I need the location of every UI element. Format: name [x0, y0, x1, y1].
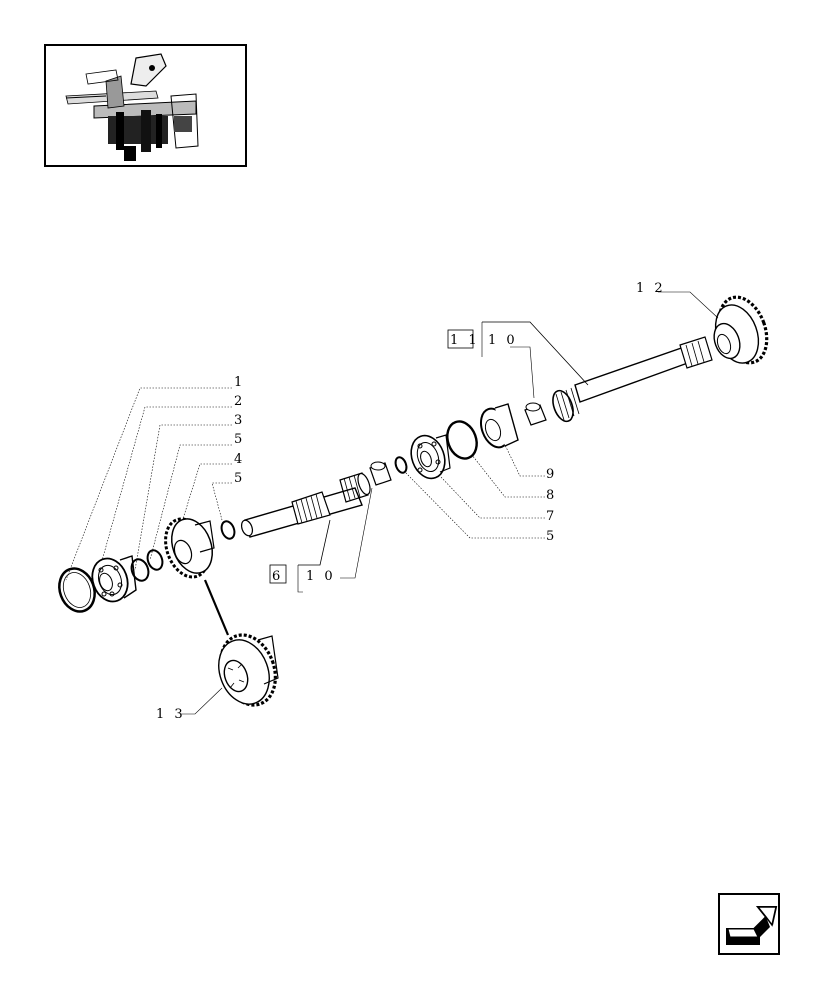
leader-lines-left — [65, 387, 232, 581]
callout-labels: 1 2 3 5 4 5 1 2 1 1 1 0 9 8 7 5 6 1 0 1 … — [156, 281, 666, 722]
callout-3: 3 — [234, 413, 245, 428]
part-2-bearing[interactable] — [87, 554, 137, 607]
part-10-bushing-lower[interactable] — [369, 461, 392, 486]
part-4-gear[interactable] — [158, 513, 219, 583]
callout-11: 1 1 — [450, 333, 480, 348]
next-page-button[interactable] — [718, 893, 780, 955]
callout-2: 2 — [234, 394, 245, 409]
callout-7: 7 — [546, 509, 557, 524]
part-13-gear[interactable] — [210, 627, 285, 712]
part-9-hub[interactable] — [476, 403, 519, 451]
callout-10-lower: 1 0 — [306, 569, 336, 584]
callout-4: 4 — [234, 452, 245, 467]
callout-6: 6 — [272, 569, 283, 584]
callout-9: 9 — [546, 467, 557, 482]
arrow-next-icon — [726, 906, 778, 945]
main-shaft[interactable] — [240, 472, 373, 538]
gear-13-leader — [203, 579, 230, 636]
callout-12: 1 2 — [636, 281, 666, 296]
transmission-thumbnail-icon — [46, 46, 245, 165]
part-10-bushing-upper[interactable] — [524, 402, 547, 426]
ref-box-11[interactable] — [447, 329, 474, 349]
part-3-washer[interactable] — [129, 557, 152, 583]
part-12-gear[interactable] — [708, 291, 775, 370]
callout-13: 1 3 — [156, 707, 186, 722]
callout-10-upper: 1 0 — [488, 333, 518, 348]
ref-box-6[interactable] — [269, 564, 287, 584]
part-7-bearing[interactable] — [405, 431, 451, 483]
callout-5-b: 5 — [234, 471, 245, 486]
part-5-circlip[interactable] — [145, 548, 165, 572]
part-5-circlip-middle[interactable] — [394, 456, 409, 474]
callout-5-a: 5 — [234, 432, 245, 447]
callout-5-c: 5 — [546, 529, 557, 544]
callout-8: 8 — [546, 488, 557, 503]
part-5-circlip-upper[interactable] — [219, 519, 236, 540]
leader-lines-right — [180, 291, 719, 715]
part-10-upper-shaft[interactable] — [549, 336, 713, 424]
part-8-snap-ring[interactable] — [442, 417, 481, 462]
callout-1: 1 — [234, 375, 245, 390]
locator-thumbnail[interactable] — [44, 44, 247, 167]
